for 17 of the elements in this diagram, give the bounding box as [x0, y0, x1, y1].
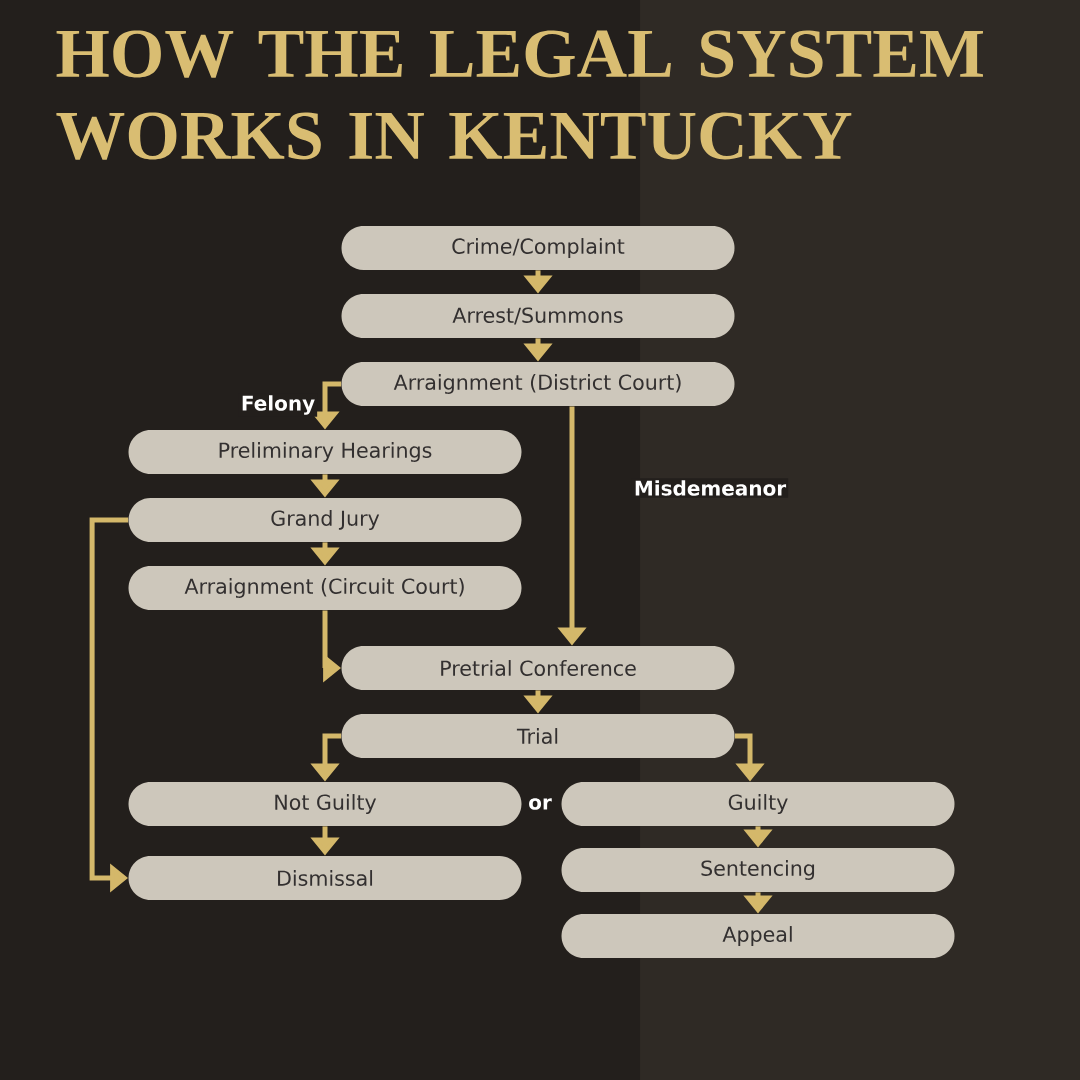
process-box: Pretrial Conference — [341, 646, 735, 690]
process-box: Not Guilty — [128, 782, 522, 826]
process-box: Crime/Complaint — [341, 226, 735, 270]
process-box: Preliminary Hearings — [128, 430, 522, 474]
process-box: Arraignment (Circuit Court) — [128, 566, 522, 610]
edge-label: Misdemeanor — [631, 478, 789, 498]
process-box: Arraignment (District Court) — [341, 362, 735, 406]
process-box: Grand Jury — [128, 498, 522, 542]
process-box: Appeal — [561, 914, 955, 958]
process-box: Arrest/Summons — [341, 294, 735, 338]
process-box: Trial — [341, 714, 735, 758]
process-box: Guilty — [561, 782, 955, 826]
process-box: Sentencing — [561, 848, 955, 892]
edge-label: Felony — [238, 393, 318, 417]
process-box: Dismissal — [128, 856, 522, 900]
title: HOW THE LEGAL SYSTEM WORKS IN KENTUCKY — [56, 30, 983, 160]
connector-word: or — [529, 798, 552, 810]
